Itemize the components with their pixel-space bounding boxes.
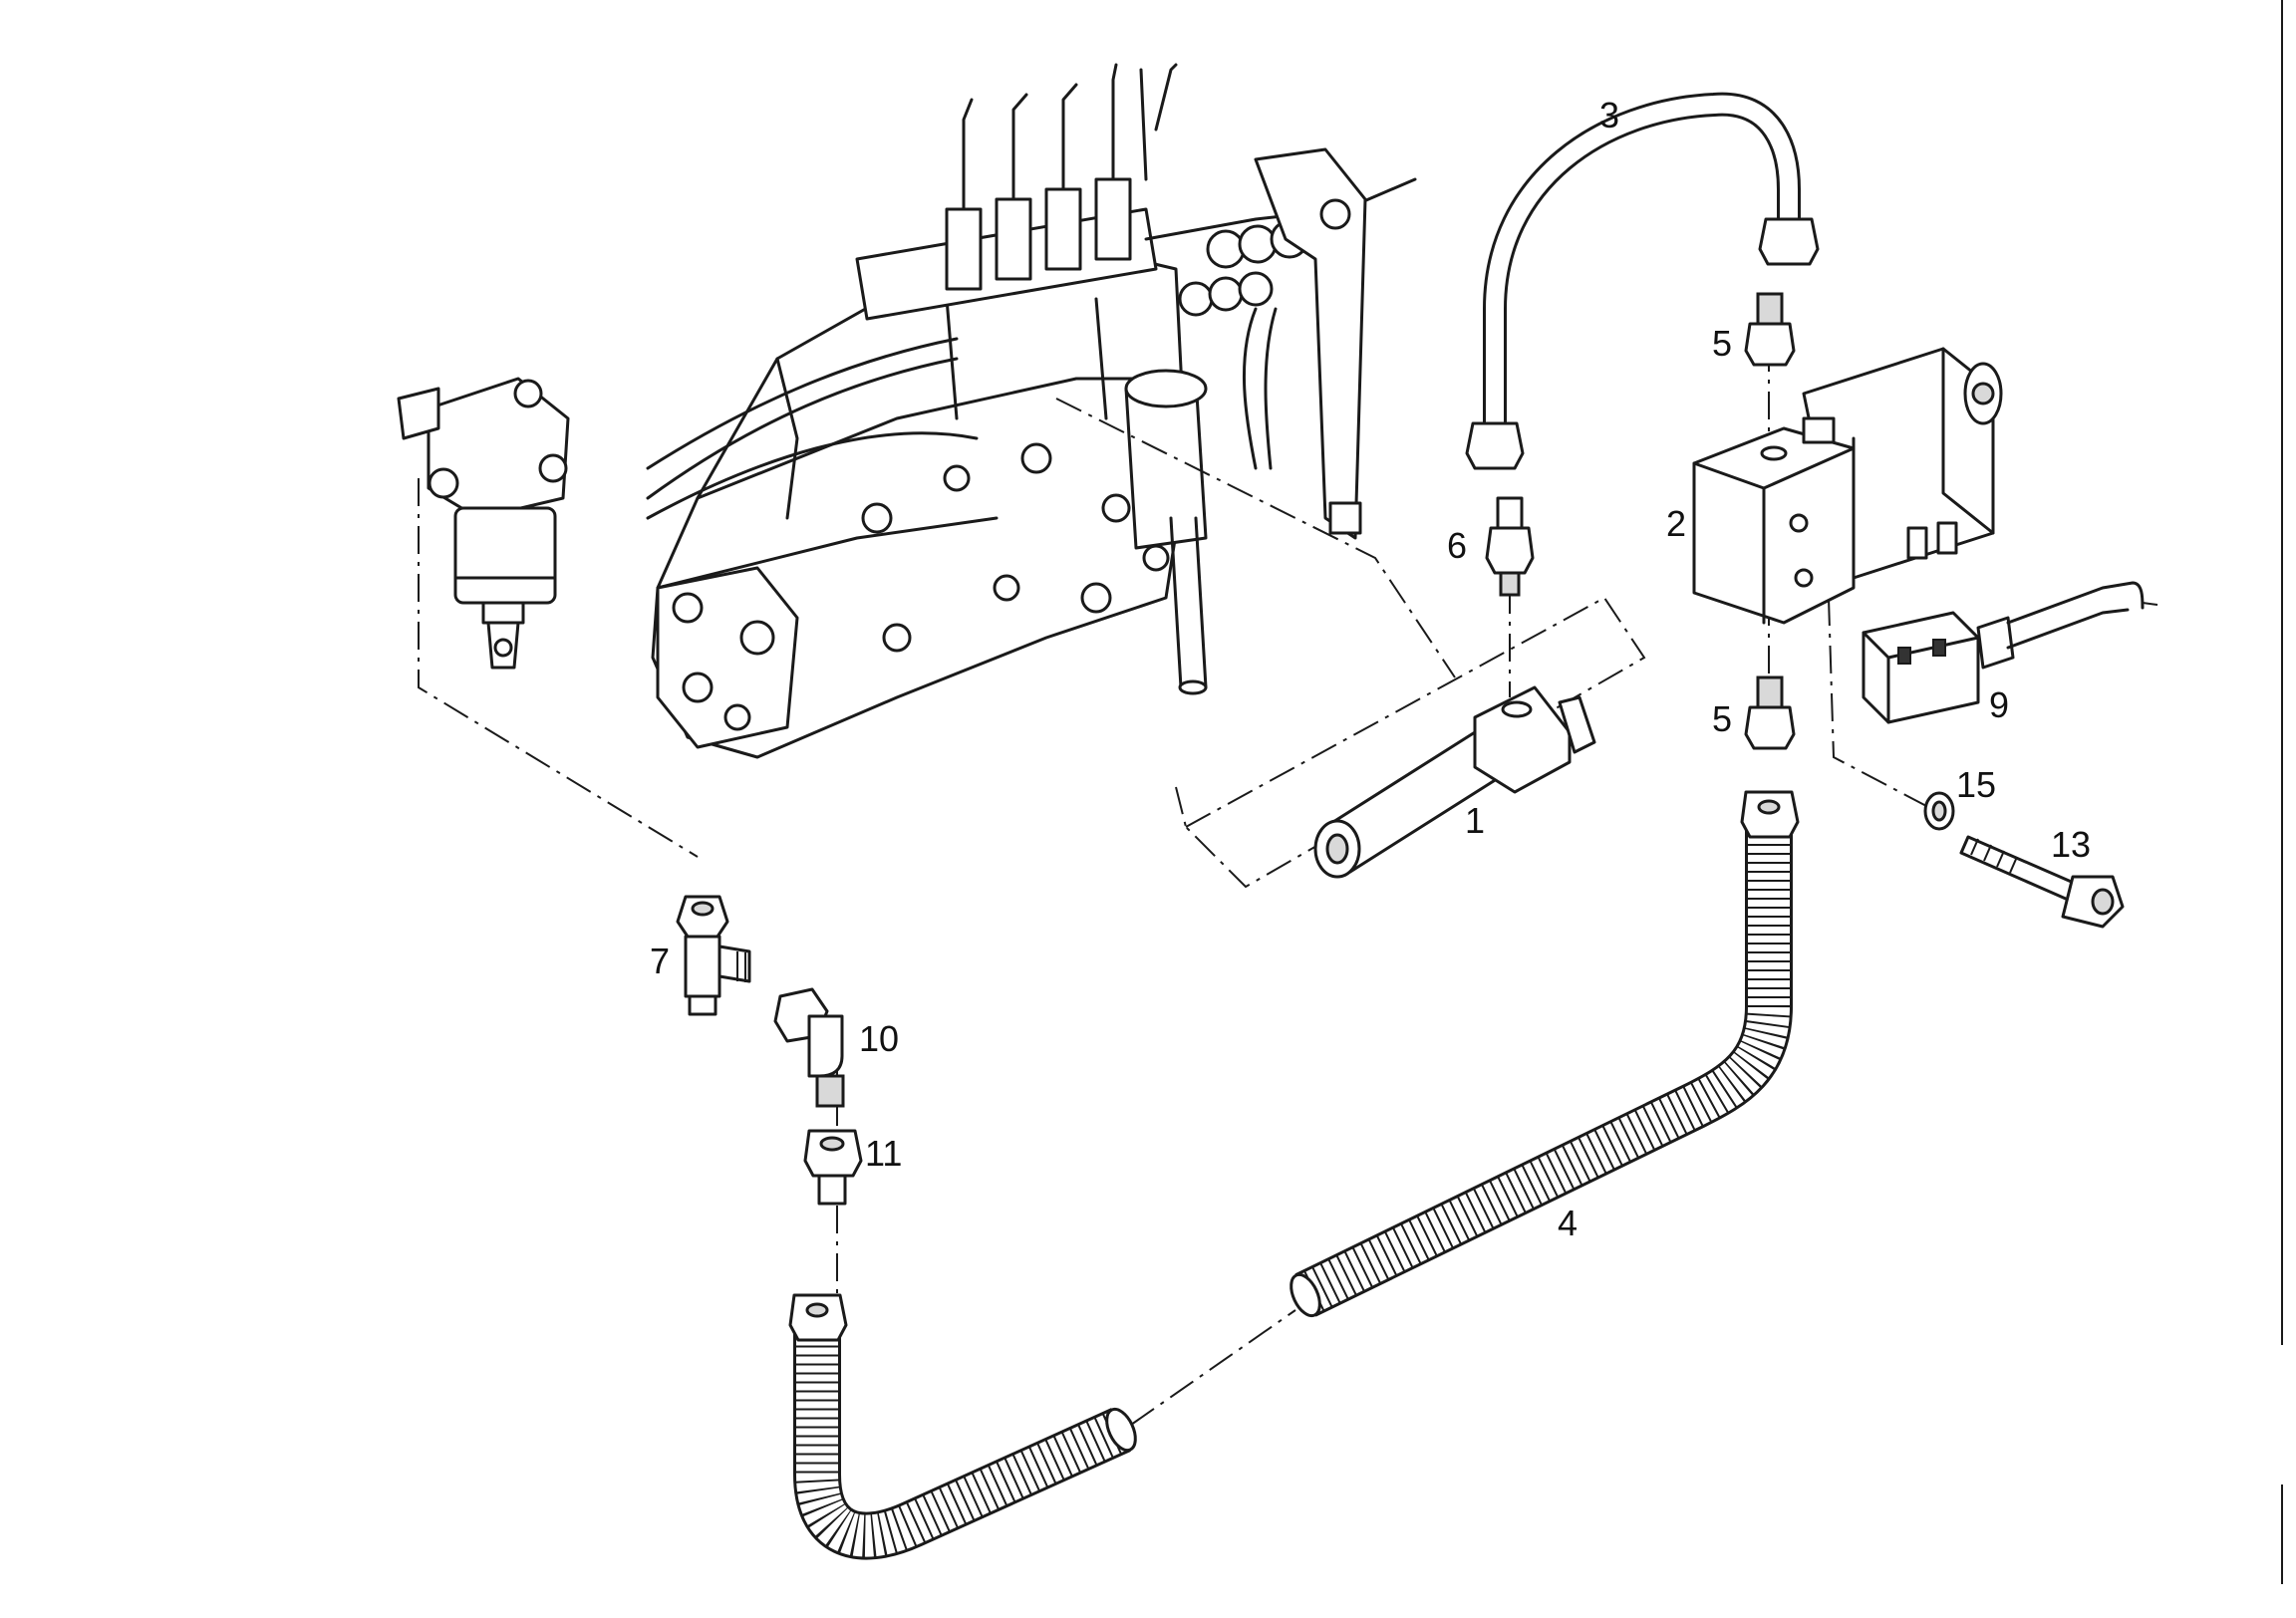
callout-4: 4 <box>1558 1203 1578 1243</box>
part-1-tube <box>1313 685 1596 879</box>
callout-5-lower: 5 <box>1712 698 1732 739</box>
callout-13: 13 <box>2051 824 2091 865</box>
callout-2: 2 <box>1666 503 1686 544</box>
part-2-solenoid-valve <box>1692 347 2003 625</box>
part-6-fitting <box>1485 496 1535 597</box>
part-9-connector-plug <box>1862 581 2158 724</box>
callout-10: 10 <box>859 1018 899 1059</box>
part-15-washer <box>1923 791 1955 831</box>
callout-7: 7 <box>650 941 670 981</box>
callout-11: 11 <box>865 1133 902 1174</box>
callout-1: 1 <box>1465 800 1485 841</box>
callout-labels: 1 2 3 4 5 5 6 7 9 10 11 13 15 <box>650 95 2091 1243</box>
part-13-screw <box>1959 835 2125 929</box>
part-4-hose <box>788 790 1800 1560</box>
callout-3: 3 <box>1599 95 1619 135</box>
callout-5-upper: 5 <box>1712 323 1732 364</box>
callout-9: 9 <box>1989 684 2009 725</box>
fuel-filter <box>397 377 570 670</box>
part-5-lower-fitting <box>1744 675 1796 750</box>
callout-15: 15 <box>1956 764 1996 805</box>
callout-6: 6 <box>1447 525 1467 566</box>
part-5-upper-fitting <box>1744 292 1796 367</box>
part-10-elbow <box>773 987 845 1108</box>
part-3-pipe <box>1465 92 1820 470</box>
part-7-t-fitting <box>676 895 751 1016</box>
part-11-fitting <box>803 1129 863 1206</box>
injection-pump-assembly <box>646 63 1417 759</box>
